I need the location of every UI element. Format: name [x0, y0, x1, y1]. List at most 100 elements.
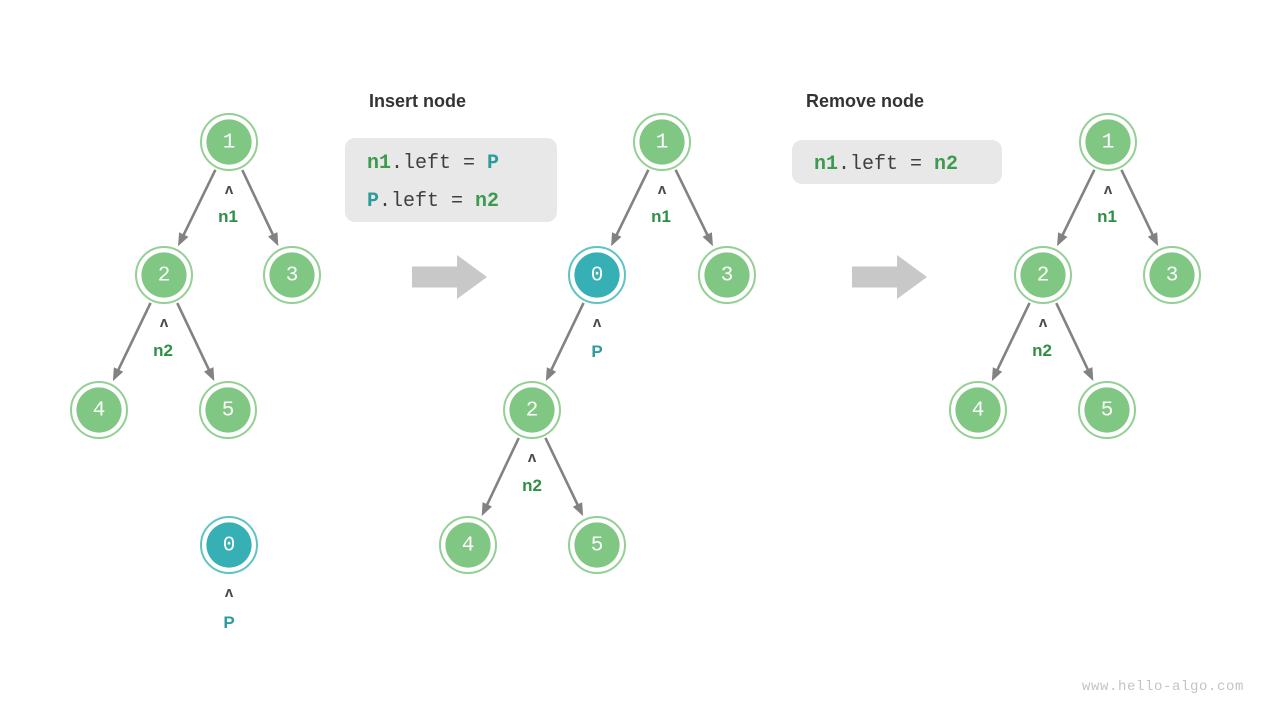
node-body — [1149, 252, 1195, 298]
edge-line — [544, 437, 580, 508]
node-value-label: 0 — [591, 265, 604, 288]
tree-node[interactable]: 2 — [503, 381, 561, 439]
node-body — [76, 387, 122, 433]
node-value-label: 3 — [286, 265, 299, 288]
code-token: P — [487, 152, 499, 175]
edge-arrowhead — [204, 367, 215, 382]
tree-remove-edges — [991, 169, 1159, 382]
code-token: .left = — [391, 152, 487, 175]
node-body — [206, 522, 252, 568]
tree-node[interactable]: 4 — [70, 381, 128, 439]
edge-arrowhead — [1147, 232, 1159, 247]
pointer-n2: ʌn2 — [1032, 314, 1052, 360]
tree-node[interactable]: 3 — [1143, 246, 1201, 304]
panel-title-remove: Remove node — [806, 91, 924, 111]
node-body — [1085, 119, 1131, 165]
pointer-caret-icon: ʌ — [593, 314, 602, 331]
tree-insert-nodes: 1 0 3 2 4 5 — [439, 113, 756, 574]
code-token: P — [367, 190, 379, 213]
node-body — [1084, 387, 1130, 433]
edge-line — [1055, 302, 1091, 373]
edge-arrowhead — [178, 232, 189, 247]
code-box-remove — [792, 140, 1002, 184]
tree-node[interactable]: 0 — [200, 516, 258, 574]
node-outer-ring — [135, 246, 193, 304]
tree-node[interactable]: 3 — [263, 246, 321, 304]
flow-arrow-2 — [852, 255, 927, 299]
tree-edge — [1120, 169, 1159, 247]
node-body — [574, 252, 620, 298]
pointer-caret-icon: ʌ — [225, 584, 234, 601]
node-body — [955, 387, 1001, 433]
edge-arrowhead — [545, 367, 557, 382]
pointer-caret-icon: ʌ — [1104, 181, 1113, 198]
node-body — [509, 387, 555, 433]
tree-node[interactable]: 5 — [1078, 381, 1136, 439]
tree-node[interactable]: 1 — [633, 113, 691, 171]
tree-node[interactable]: 0 — [568, 246, 626, 304]
tree-node[interactable]: 4 — [439, 516, 497, 574]
pointer-n1: ʌn1 — [218, 181, 238, 226]
node-body — [704, 252, 750, 298]
node-body — [205, 387, 251, 433]
node-value-label: 5 — [222, 400, 235, 423]
node-value-label: 1 — [223, 132, 236, 155]
tree-node[interactable]: 1 — [200, 113, 258, 171]
pointer-caret-icon: ʌ — [658, 181, 667, 198]
node-outer-ring — [568, 246, 626, 304]
node-value-label: 3 — [721, 265, 734, 288]
edge-line — [549, 302, 585, 373]
node-outer-ring — [503, 381, 561, 439]
pointer-p: ʌP — [591, 314, 602, 361]
node-outer-ring — [70, 381, 128, 439]
node-outer-ring — [1143, 246, 1201, 304]
panel-title-insert: Insert node — [369, 91, 466, 111]
node-outer-ring — [263, 246, 321, 304]
node-outer-ring — [1078, 381, 1136, 439]
tree-node[interactable]: 3 — [698, 246, 756, 304]
edge-line — [995, 302, 1031, 373]
node-body — [1020, 252, 1066, 298]
code-token: .left = — [379, 190, 475, 213]
tree-edge — [1057, 169, 1096, 247]
edges-layer — [112, 169, 1159, 517]
pointer-name-label: n2 — [1032, 341, 1052, 360]
edge-arrowhead — [702, 232, 713, 247]
code-token: n2 — [934, 153, 958, 176]
tree-node[interactable]: 2 — [135, 246, 193, 304]
watermark-text: www.hello-algo.com — [1082, 679, 1244, 695]
edge-arrowhead — [1057, 232, 1068, 247]
flow-arrows-layer — [412, 255, 927, 299]
node-outer-ring — [698, 246, 756, 304]
tree-node[interactable]: 4 — [949, 381, 1007, 439]
node-value-label: 1 — [1102, 132, 1115, 155]
node-value-label: 2 — [158, 265, 171, 288]
tree-node[interactable]: 5 — [199, 381, 257, 439]
node-outer-ring — [200, 113, 258, 171]
tree-node[interactable]: 5 — [568, 516, 626, 574]
pointer-caret-icon: ʌ — [225, 181, 234, 198]
node-outer-ring — [633, 113, 691, 171]
edge-line — [176, 302, 212, 373]
node-value-label: 4 — [93, 400, 106, 423]
tree-before-nodes: 1 2 3 4 5 0 — [70, 113, 321, 574]
edge-line — [614, 169, 650, 238]
edge-arrowhead — [112, 367, 124, 382]
edge-arrowhead — [1083, 367, 1094, 382]
nodes-layer: 1 2 3 4 5 0 1 0 3 2 4 5 1 2 3 4 5 — [70, 113, 1201, 574]
tree-edge — [178, 169, 217, 247]
tree-node[interactable]: 2 — [1014, 246, 1072, 304]
node-outer-ring — [199, 381, 257, 439]
edge-arrowhead — [991, 367, 1003, 382]
node-value-label: 2 — [1037, 265, 1050, 288]
node-body — [639, 119, 685, 165]
pointer-n2: ʌn2 — [153, 314, 173, 360]
node-outer-ring — [949, 381, 1007, 439]
pointer-name-label: n2 — [153, 341, 173, 360]
tree-node[interactable]: 1 — [1079, 113, 1137, 171]
